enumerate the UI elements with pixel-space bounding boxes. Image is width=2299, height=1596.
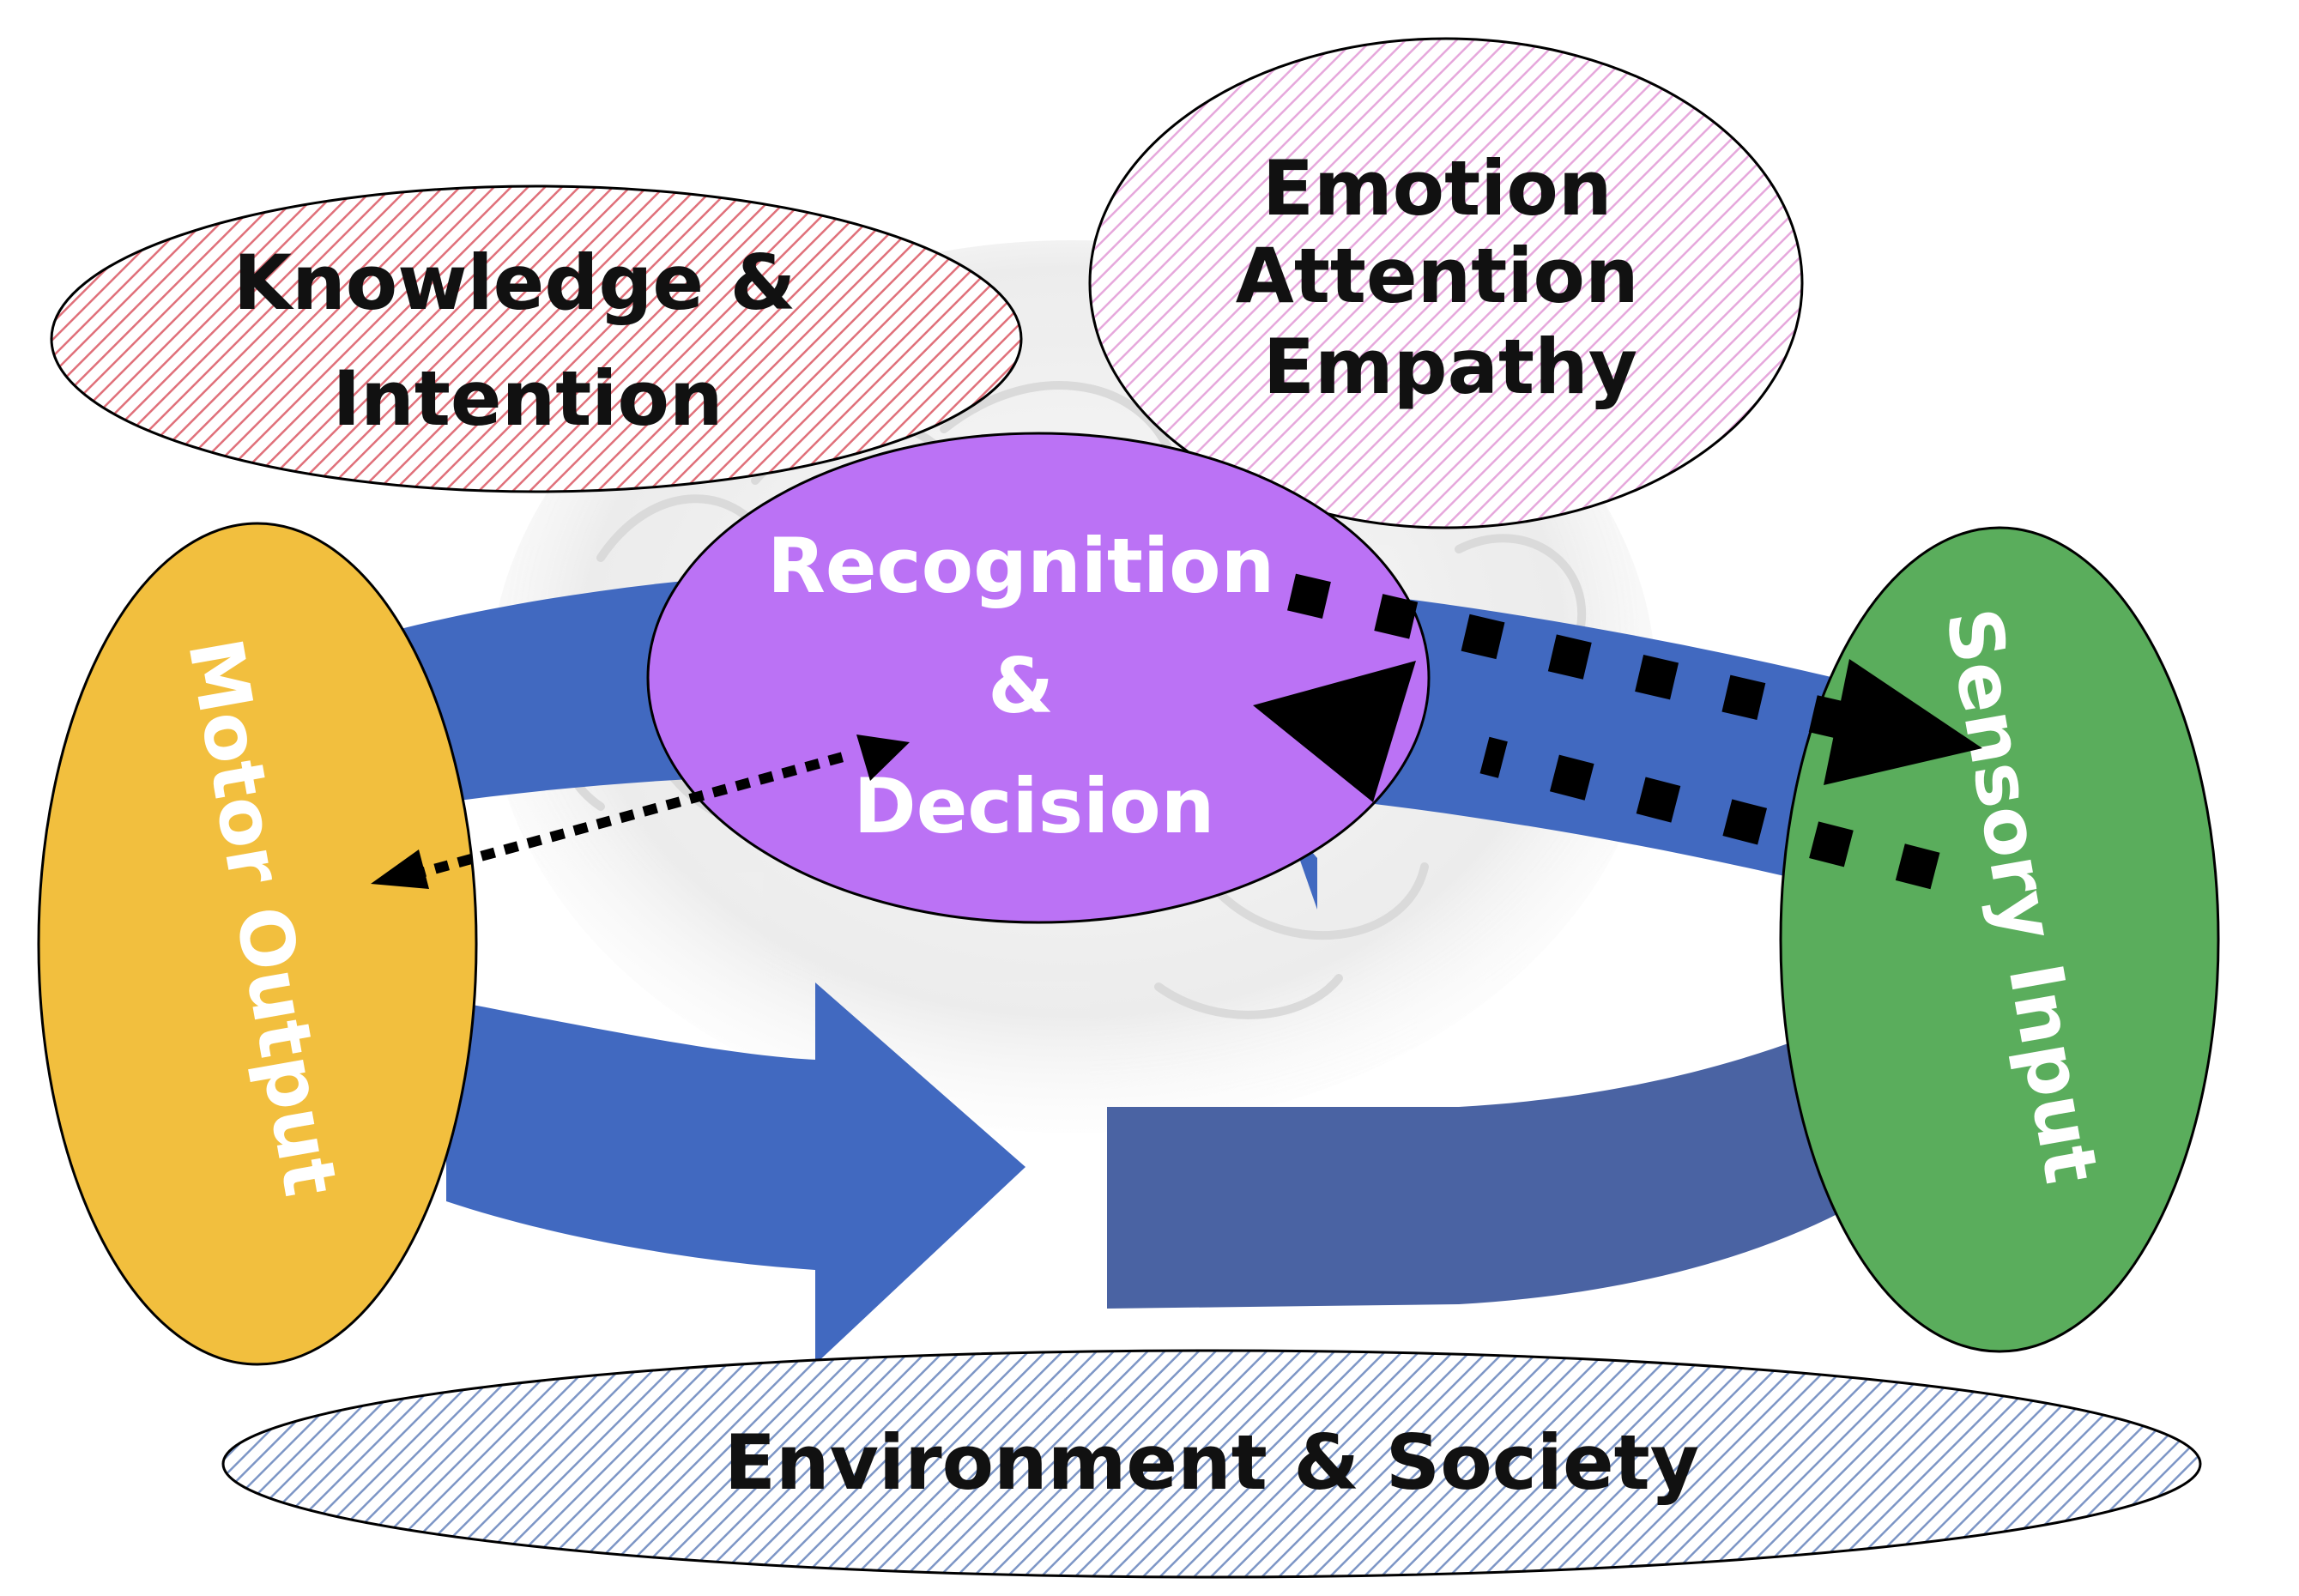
- motor-arrow-head: [371, 849, 429, 889]
- knowledge-intention-label: Knowledge & Intention: [233, 239, 822, 443]
- motor-output-ellipse: [37, 522, 478, 1366]
- recognition-to-sensory-dotted-arrow: [1287, 573, 1982, 785]
- empathy-line: Empathy: [1263, 323, 1637, 411]
- emotion-line: Emotion: [1262, 144, 1612, 233]
- motor-output-node: Motor Output: [37, 522, 478, 1366]
- recognition-arrow-head: [856, 735, 910, 781]
- recognition-decision-ellipse: [646, 432, 1431, 924]
- sensory-arrow-head: [1824, 659, 1982, 785]
- recognition-line: Recognition: [767, 522, 1274, 610]
- knowledge-intention-node: Knowledge & Intention: [50, 184, 1023, 493]
- bottom-left-loop-arrow: [446, 982, 1025, 1364]
- environment-society-ellipse: [221, 1349, 2202, 1579]
- recognition-motor-dotted-line: [410, 750, 851, 880]
- emotion-attention-empathy-ellipse: [1088, 37, 1804, 529]
- environment-society-node: Environment & Society: [221, 1349, 2202, 1579]
- knowledge-intention-line-1: Knowledge &: [233, 239, 796, 327]
- knowledge-intention-ellipse: [50, 184, 1023, 493]
- recognition-decision-node: Recognition & Decision: [646, 432, 1431, 924]
- bottom-right-loop-arrow: [1107, 1017, 1854, 1309]
- emotion-attention-empathy-node: Emotion Attention Empathy: [1088, 37, 1804, 529]
- emotion-attention-empathy-label: Emotion Attention Empathy: [1236, 144, 1666, 411]
- recognition-motor-dotted-arrow: [371, 735, 910, 889]
- recognition-return-arrow-head: [1253, 661, 1416, 802]
- sensory-to-recognition-dotted-line: [1479, 736, 1940, 890]
- recognition-decision-label: Recognition & Decision: [767, 522, 1301, 850]
- attention-line: Attention: [1236, 232, 1639, 320]
- ampersand-line: &: [988, 642, 1054, 730]
- recognition-to-sensory-dotted-line: [1287, 573, 1866, 744]
- knowledge-intention-line-2: Intention: [332, 354, 723, 443]
- sensory-to-recognition-dotted-arrow: [1253, 661, 1940, 890]
- decision-line: Decision: [854, 762, 1215, 850]
- sensory-input-node: Sensory Input: [1779, 526, 2220, 1353]
- environment-society-label: Environment & Society: [724, 1418, 1699, 1507]
